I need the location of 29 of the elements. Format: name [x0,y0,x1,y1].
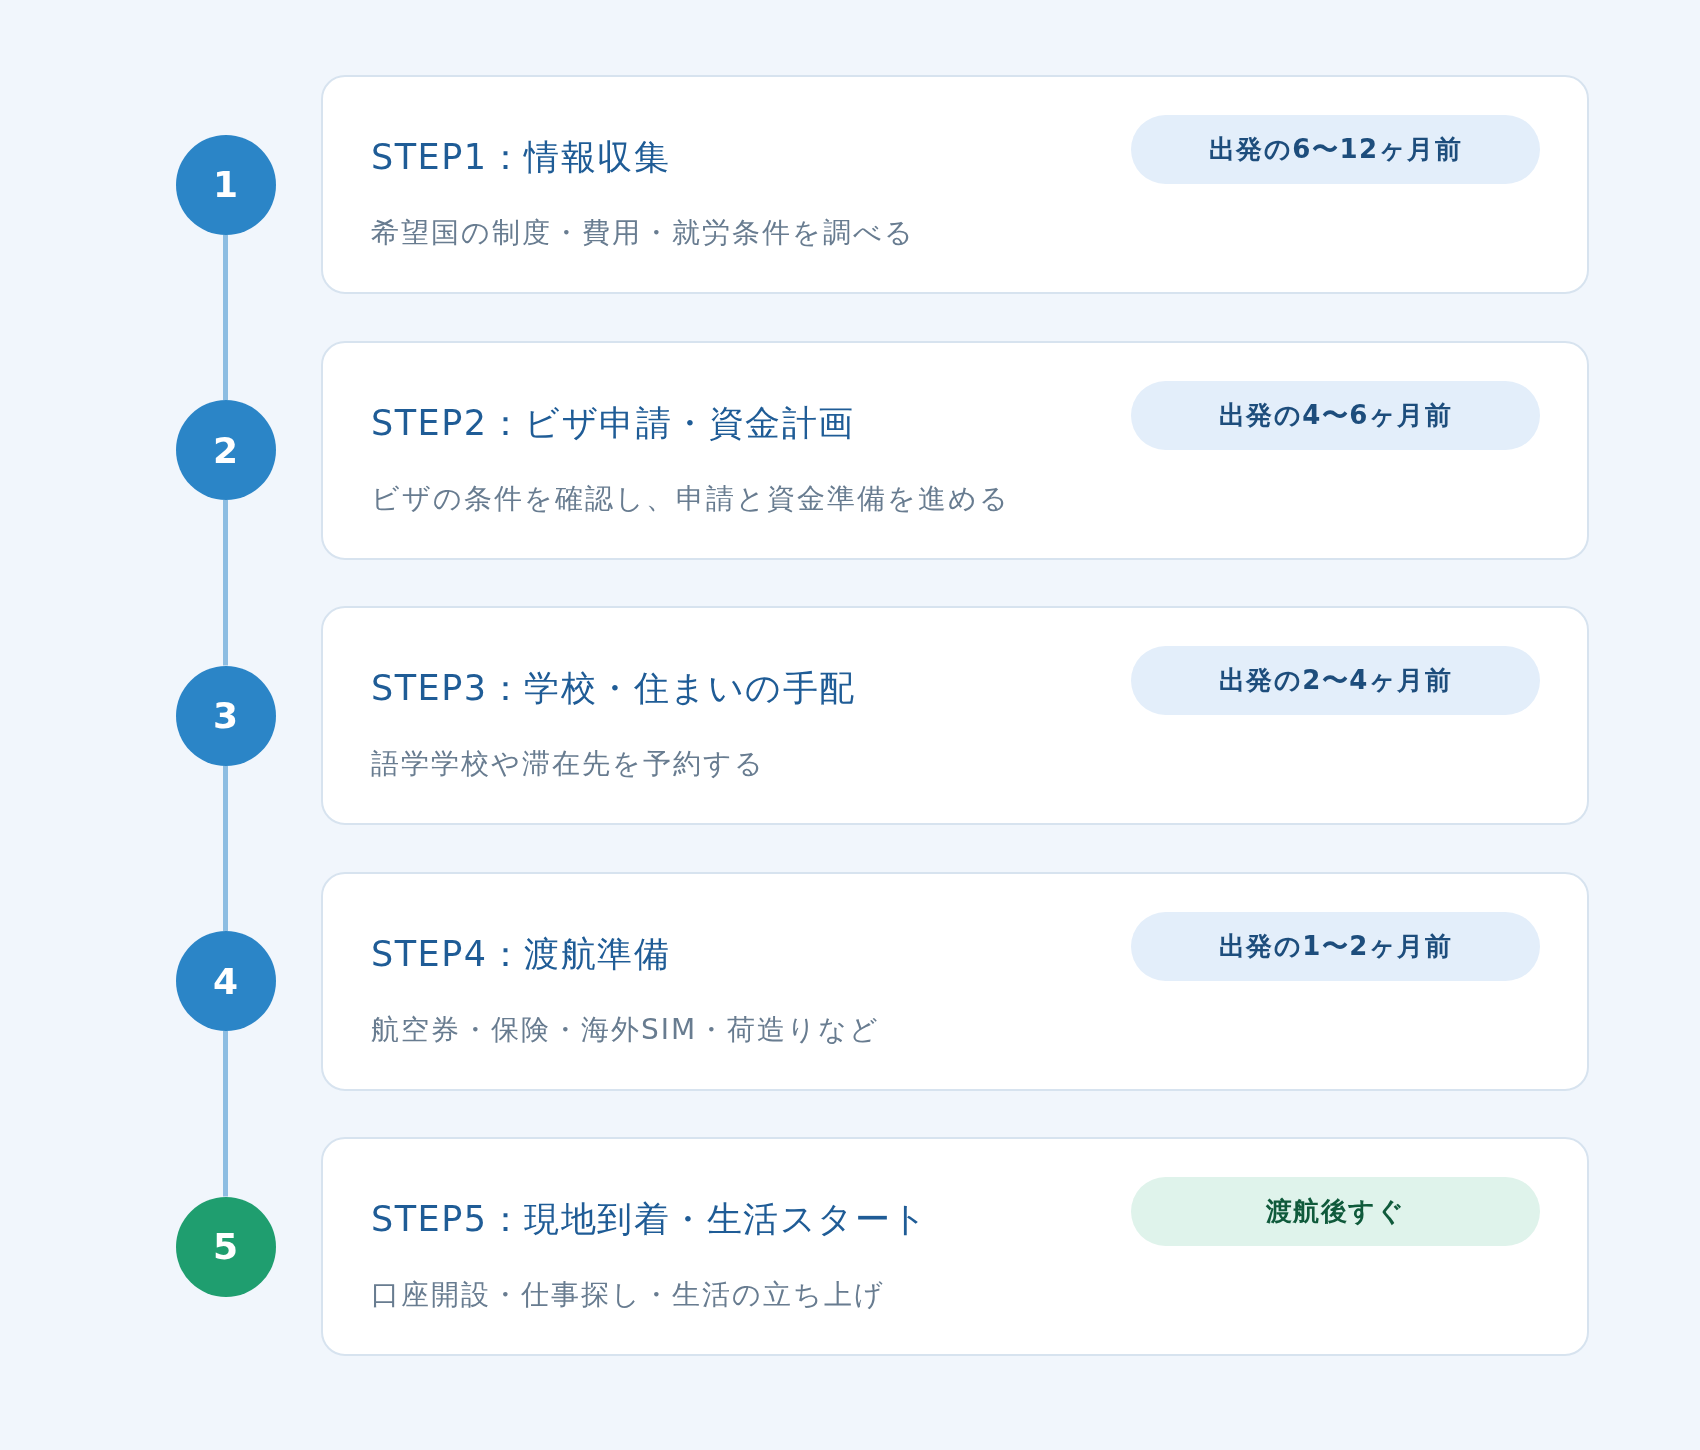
step-card [321,606,1589,825]
step-card [321,75,1589,294]
connector-line [223,500,228,666]
step-title: STEP4：渡航準備 [371,932,671,976]
step-number-circle: 5 [175,1196,276,1297]
step-number-circle: 1 [175,134,276,235]
step-title: STEP2：ビザ申請・資金計画 [371,401,855,445]
step-description: 語学学校や滞在先を予約する [371,746,765,782]
step-description: 航空券・保険・海外SIM・荷造りなど [371,1011,881,1048]
step-description: 希望国の制度・費用・就労条件を調べる [371,215,915,251]
connector-line [223,1031,228,1197]
step-title: STEP3：学校・住まいの手配 [371,667,856,710]
step-card [321,1137,1589,1356]
step-description: 口座開設・仕事探し・生活の立ち上げ [371,1277,885,1313]
step-card [321,340,1589,560]
step-number-circle: 2 [175,400,276,500]
timing-badge: 出発の6〜12ヶ月前 [1131,115,1540,184]
step-card [321,871,1589,1091]
step-number-circle: 3 [175,665,276,766]
step-description: ビザの条件を確認し、申請と資金準備を進める [371,480,1010,517]
timing-badge: 渡航後すぐ [1131,1177,1540,1246]
step-title: STEP1：情報収集 [371,136,671,179]
connector-line [223,234,228,400]
connector-line [223,765,228,931]
step-title: STEP5：現地到着・生活スタート [371,1198,929,1241]
step-number-circle: 4 [175,931,276,1031]
timing-badge: 出発の2〜4ヶ月前 [1131,646,1540,715]
timing-badge: 出発の4〜6ヶ月前 [1131,380,1540,450]
timing-badge: 出発の1〜2ヶ月前 [1131,911,1540,981]
